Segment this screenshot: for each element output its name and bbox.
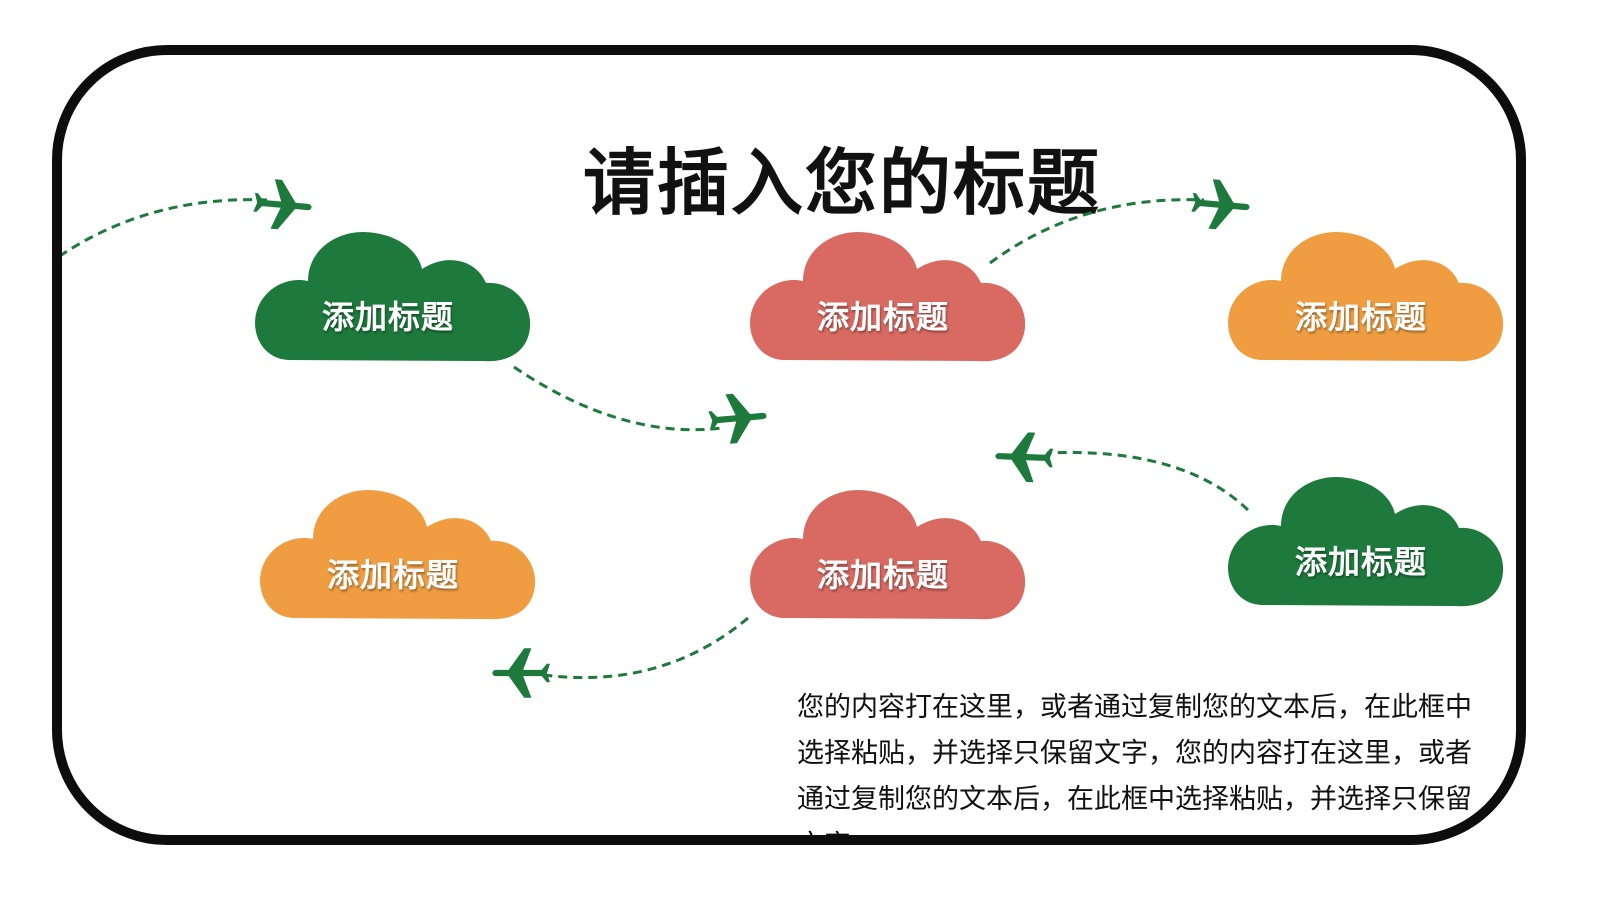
flight-path-5 (543, 616, 749, 680)
cloud-label: 添加标题 (326, 556, 459, 594)
airplane-icon (492, 648, 550, 698)
cloud-label: 添加标题 (321, 298, 454, 336)
airplane-icon (706, 390, 769, 446)
cloud-label: 添加标题 (1294, 298, 1427, 336)
flow-diagram (62, 177, 1504, 698)
airplane-icon (994, 431, 1054, 483)
flight-path-1 (62, 198, 268, 257)
cloud-shape (260, 489, 536, 620)
page-title: 请插入您的标题 (582, 141, 1101, 225)
flight-path-3 (989, 198, 1205, 265)
flight-path-4 (1046, 451, 1250, 512)
flight-path-2 (513, 365, 723, 432)
airplane-icon (251, 177, 314, 233)
airplane-icon (1189, 177, 1252, 233)
rounded-frame: 请插入您的标题 (52, 45, 1526, 845)
cloud-shape (1228, 231, 1504, 362)
cloud-shape (1228, 476, 1504, 607)
cloud-shape (750, 489, 1026, 620)
cloud-label: 添加标题 (816, 556, 949, 594)
cloud-shape (750, 231, 1026, 362)
cloud-label: 添加标题 (816, 298, 949, 336)
content-text: 您的内容打在这里，或者通过复制您的文本后，在此框中选择粘贴，并选择只保留文字，您… (797, 692, 1472, 835)
cloud-shape (255, 231, 531, 362)
cloud-label: 添加标题 (1294, 543, 1427, 581)
